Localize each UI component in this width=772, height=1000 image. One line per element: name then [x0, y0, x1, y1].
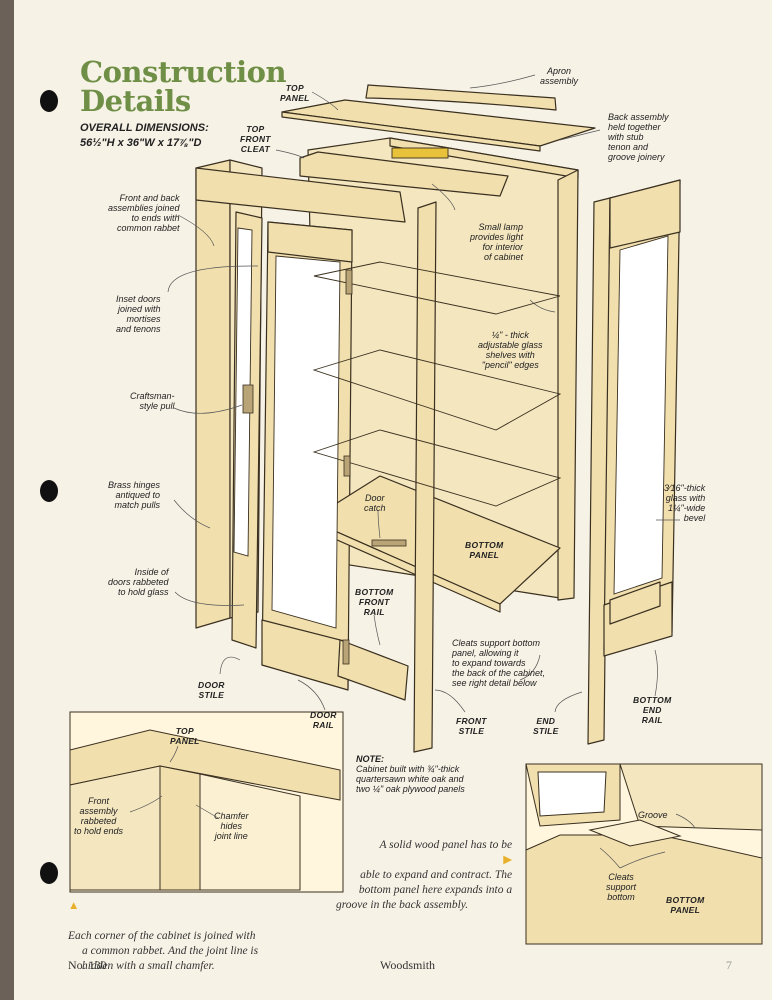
caption-line: hidden with a small chamfer. — [82, 960, 215, 972]
front-assembly-rabbet-label: Front assembly rabbeted to hold ends — [74, 796, 124, 836]
note-line: Cabinet built with ¾"-thick — [356, 764, 460, 774]
punch-hole — [40, 480, 58, 502]
punch-hole — [40, 90, 58, 112]
caption-line: bottom panel here expands into a — [358, 884, 513, 896]
apron-label: Apron assembly — [540, 66, 579, 86]
bottom-end-rail-label: BOTTOM END RAIL — [633, 695, 672, 725]
triangle-marker-icon: ▶ — [503, 854, 513, 866]
dimensions-value: 56½"H x 36"W x 17⅞"D — [80, 137, 202, 149]
door-rail-label: DOOR RAIL — [310, 710, 337, 730]
page-binding-edge — [0, 0, 14, 1000]
front-back-assemblies-label: Front and back assemblies joined to ends… — [108, 193, 180, 233]
issue-number: No. 130 — [68, 958, 107, 972]
chamfer-label: Chamfer hides joint line — [214, 811, 249, 841]
corner-joint-caption: ▲ Each corner of the cabinet is joined w… — [68, 899, 258, 974]
page-number: 7 — [726, 958, 732, 972]
bottom-front-rail-label: BOTTOM FRONT RAIL — [355, 587, 394, 617]
brass-hinges-label: Brass hinges antiqued to match pulls — [108, 480, 161, 510]
panel-expansion-caption: A solid wood panel has to be ▶ able to e… — [336, 838, 512, 913]
end-stile-label: END STILE — [533, 716, 559, 736]
inset-doors-label: Inset doors joined with mortises and ten… — [116, 294, 161, 334]
note-line: quartersawn white oak and — [356, 774, 464, 784]
triangle-marker-icon: ▲ — [68, 900, 80, 912]
cleats-support-bottom-label: Cleats support bottom — [606, 872, 637, 902]
top-front-cleat-label: TOP FRONT CLEAT — [240, 124, 271, 154]
detail-bottom-panel-label: BOTTOM PANEL — [666, 895, 705, 915]
corner-detail-box — [69, 711, 344, 893]
detail-top-panel-label: TOP PANEL — [170, 726, 200, 746]
page-title: Construction Details — [80, 55, 287, 118]
door-catch-label: Door catch — [364, 493, 386, 513]
caption-line: ▲ Each corner of the cabinet is joined w… — [68, 899, 258, 944]
title-line-2: Details — [80, 84, 191, 118]
caption-line: a common rabbet. And the joint line is — [82, 945, 259, 957]
glass-shelves-label: ¼" - thick adjustable glass shelves with… — [478, 330, 543, 370]
top-panel-label: TOP PANEL — [280, 83, 310, 103]
overall-dimensions: OVERALL DIMENSIONS: 56½"H x 36"W x 17⅞"D — [80, 121, 209, 151]
groove-label: Groove — [638, 810, 668, 820]
bottom-panel-label: BOTTOM PANEL — [465, 540, 504, 560]
dimensions-label: OVERALL DIMENSIONS: — [80, 122, 209, 134]
note-line: two ¼" oak plywood panels — [356, 784, 465, 794]
caption-line: A solid wood panel has to be ▶ — [336, 838, 512, 868]
craftsman-pull-label: Craftsman- style pull — [130, 391, 175, 411]
note-heading: NOTE: — [356, 754, 384, 764]
punch-hole — [40, 862, 58, 884]
back-assembly-label: Back assembly held together with stub te… — [608, 112, 669, 162]
title-line-1: Construction — [80, 55, 287, 89]
magazine-name: Woodsmith — [380, 958, 436, 972]
front-stile-label: FRONT STILE — [456, 716, 487, 736]
inside-doors-label: Inside of doors rabbeted to hold glass — [108, 567, 169, 597]
caption-line: able to expand and contract. The — [360, 869, 513, 881]
groove-detail-box — [525, 763, 763, 945]
door-stile-label: DOOR STILE — [198, 680, 225, 700]
glass-bevel-label: 3⁄16"-thick glass with 1¼"-wide bevel — [664, 483, 706, 523]
caption-line: groove in the back assembly. — [336, 899, 469, 911]
cleats-support-label: Cleats support bottom panel, allowing it… — [452, 638, 546, 688]
materials-note: NOTE: Cabinet built with ¾"-thick quarte… — [356, 754, 465, 794]
small-lamp-label: Small lamp provides light for interior o… — [470, 222, 524, 262]
